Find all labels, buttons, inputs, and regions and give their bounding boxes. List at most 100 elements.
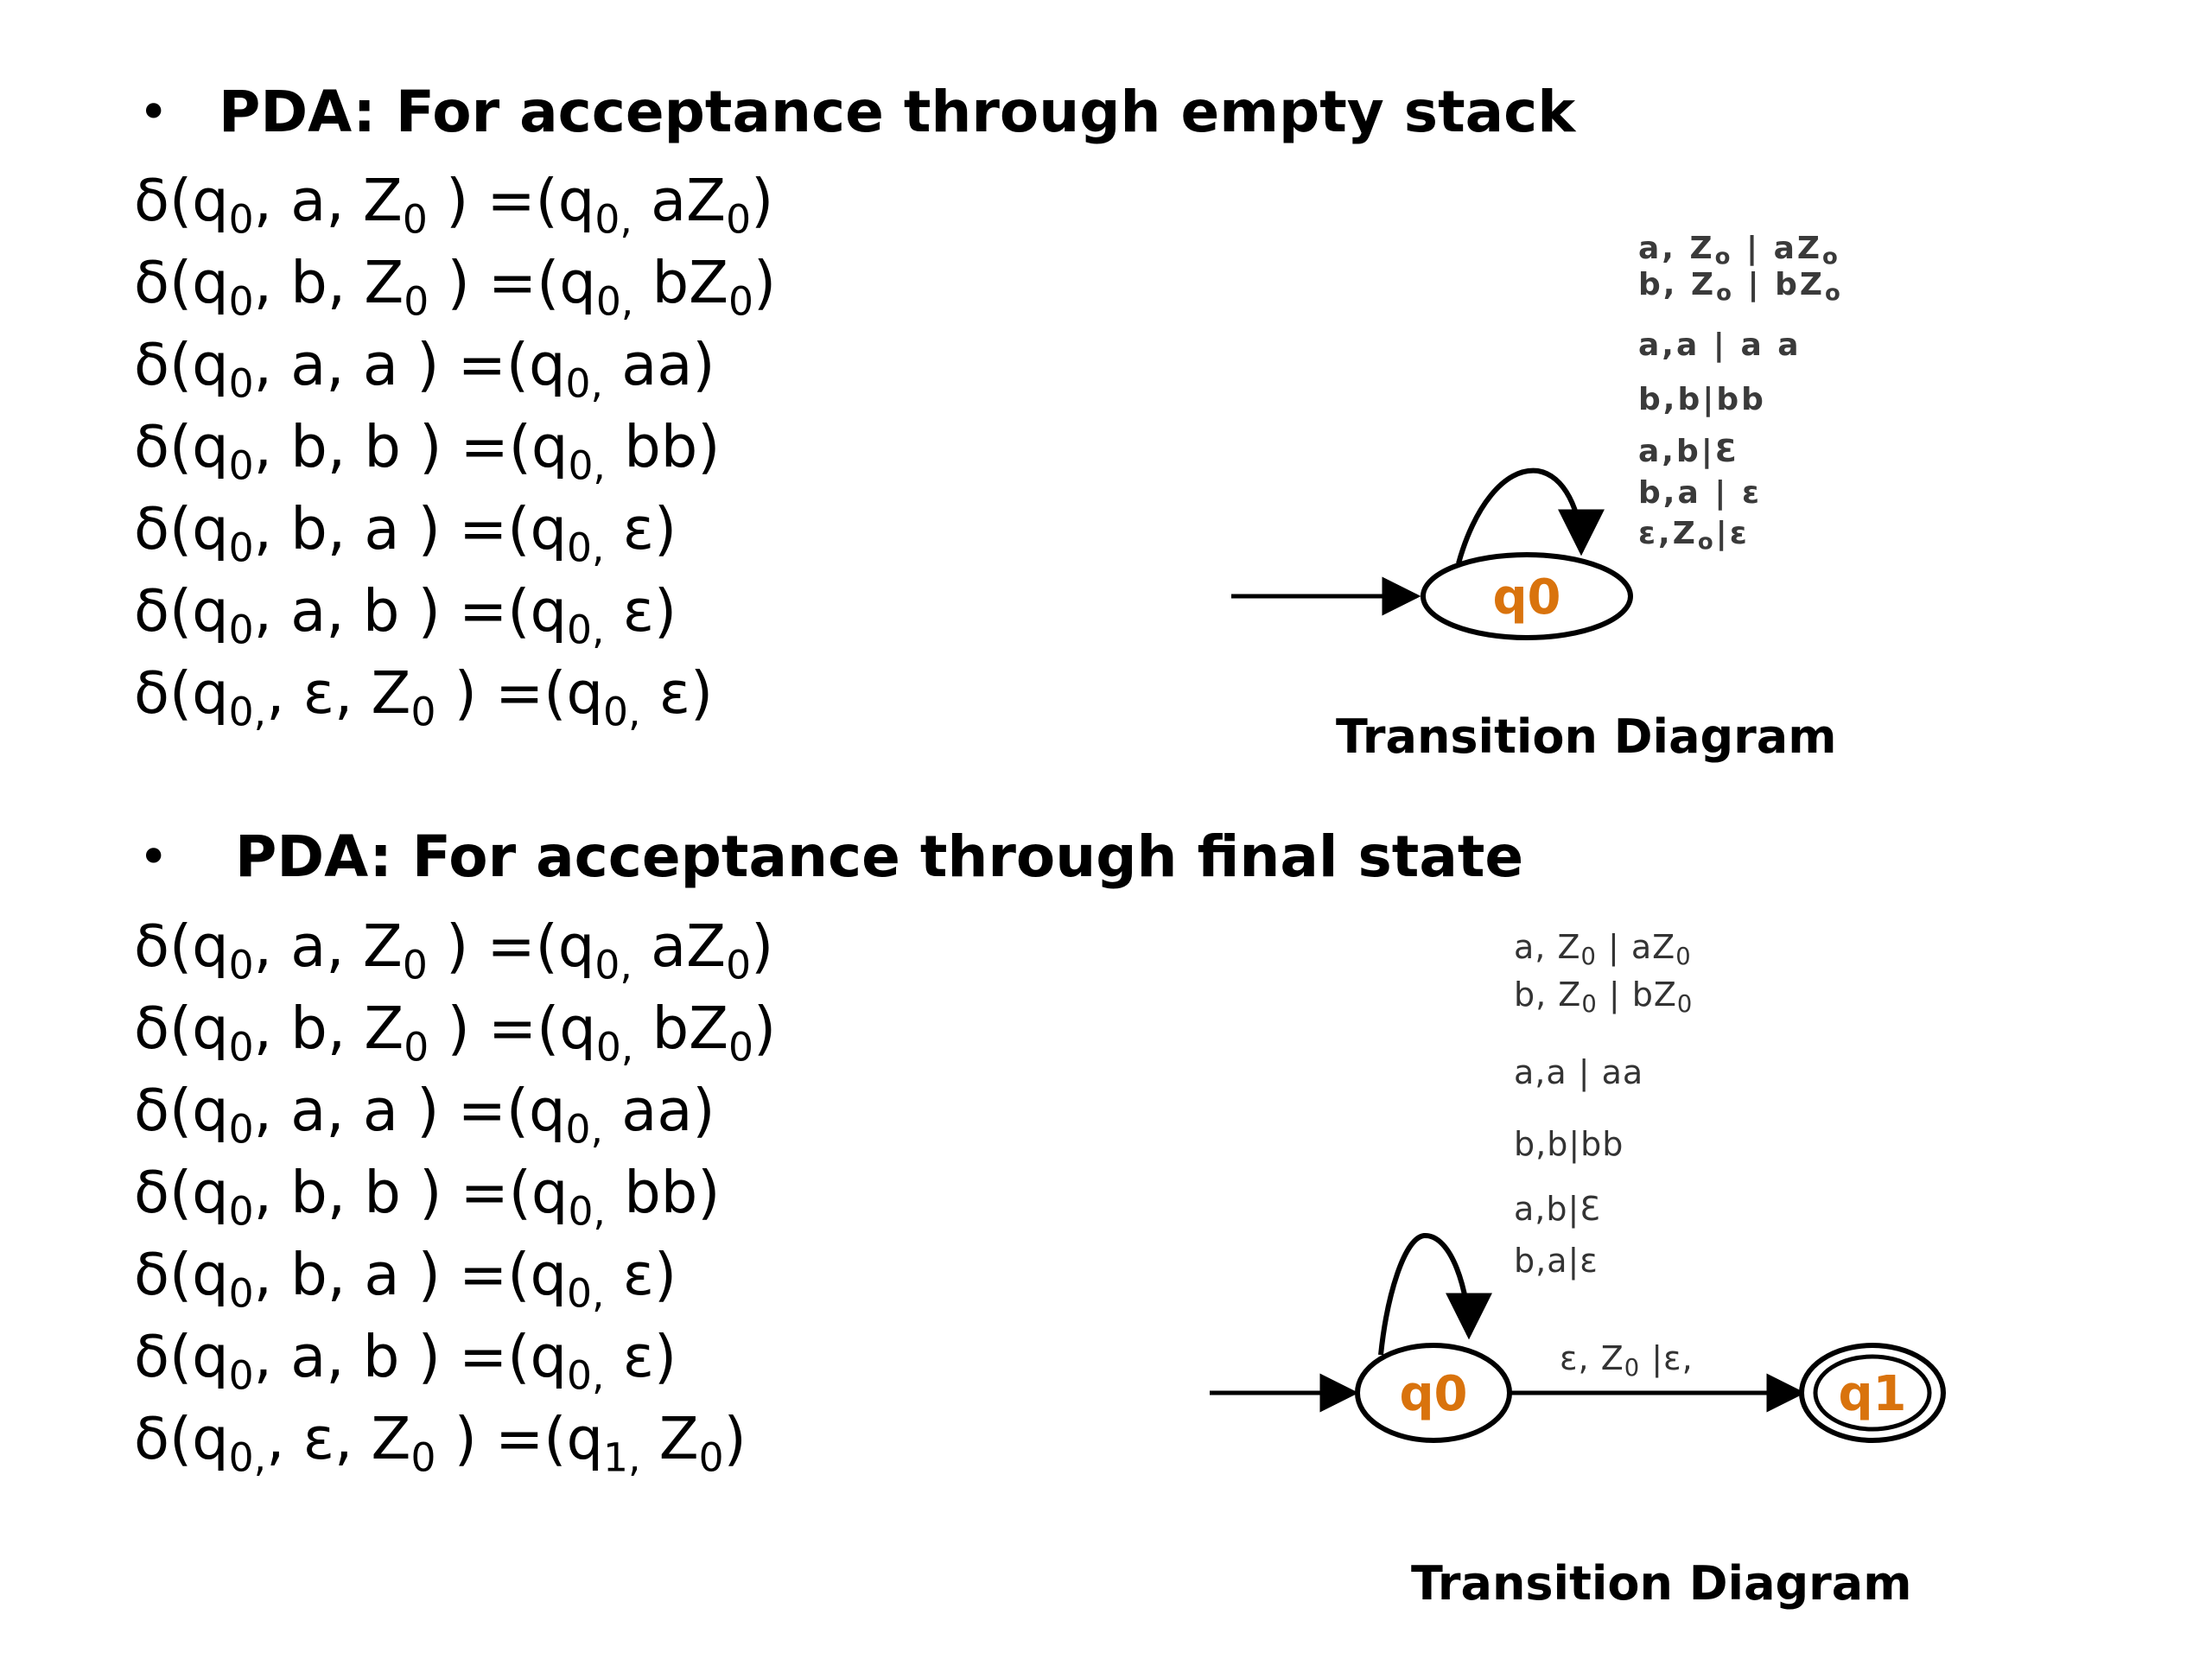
diagram2-state-q0-label: q0 <box>1399 1366 1467 1422</box>
result-stack: ε <box>604 577 654 645</box>
label-subscript: 0 <box>1581 990 1598 1018</box>
label-text-after: | bZ <box>1733 267 1825 302</box>
section1-equation-4: δ(q0, b, b ) =(q0, bb) <box>134 406 776 488</box>
diagram2-loop-label-5: a,b|Ɛ <box>1514 1192 1601 1225</box>
closing-paren: ) <box>753 995 777 1062</box>
result-prefix: ) =(q <box>397 1077 566 1144</box>
diagram2-loop-label-3: a,a | aa <box>1514 1056 1643 1089</box>
result-stack: aZ <box>632 167 727 234</box>
input-and-stack: , a, a <box>253 331 398 398</box>
result-subscript: 0 <box>726 942 752 988</box>
diagram2-state-q1-label: q1 <box>1838 1366 1906 1422</box>
result-stack: bb <box>605 413 698 480</box>
closing-paren: ) <box>653 1323 677 1390</box>
label-text-after: |ε, <box>1640 1339 1694 1377</box>
state-subscript: 0 <box>228 360 254 407</box>
result-state-subscript: 0, <box>595 278 634 325</box>
delta-prefix: δ(q <box>134 495 229 563</box>
label-text: b, Z <box>1638 267 1717 302</box>
label-subscript-after: 0 <box>1675 943 1692 970</box>
state-subscript: 0 <box>228 1270 254 1317</box>
closing-paren: ) <box>751 912 774 980</box>
delta-prefix: δ(q <box>134 995 229 1062</box>
result-stack: aZ <box>632 912 727 980</box>
closing-paren: ) <box>697 1159 721 1226</box>
state-subscript: 0 <box>228 278 254 325</box>
result-state-subscript: 0, <box>566 1352 605 1399</box>
section2-equation-2: δ(q0, b, Z0 ) =(q0, bZ0) <box>134 988 776 1070</box>
diagram2-loop-label-6: b,a|ε <box>1514 1244 1599 1277</box>
delta-prefix: δ(q <box>134 167 229 234</box>
state-subscript: 0 <box>228 524 254 571</box>
input-and-stack: , b, a <box>253 495 400 563</box>
result-prefix: ) =(q <box>399 1323 567 1390</box>
result-prefix: ) =(q <box>435 659 603 727</box>
state-subscript: 0 <box>228 607 254 653</box>
diagram1-transition-label-6: b,a | ε <box>1638 478 1762 509</box>
diagram2-caption: Transition Diagram <box>1411 1556 1912 1611</box>
result-state-subscript: 0, <box>566 607 605 653</box>
section2-equation-4: δ(q0, b, b ) =(q0, bb) <box>134 1152 776 1234</box>
result-stack: aa <box>602 331 693 398</box>
state-subscript: 0 <box>228 1106 254 1153</box>
result-stack: ε <box>604 1323 654 1390</box>
closing-paren: ) <box>697 413 721 480</box>
diagram1-transition-label-2: b, Zo | bZo <box>1638 267 1843 305</box>
delta-prefix: δ(q <box>134 577 229 645</box>
diagram2-loop-label-4: b,b|bb <box>1514 1128 1624 1160</box>
diagram2-state-q1-inner <box>1813 1354 1932 1432</box>
label-text: b, Z <box>1514 976 1582 1014</box>
input-and-stack: , b, b <box>253 1159 401 1226</box>
label-text-after: | aZ <box>1596 928 1676 966</box>
label-text-after: | aZ <box>1732 231 1823 266</box>
section2-equation-1: δ(q0, a, Z0 ) =(q0, aZ0) <box>134 906 776 988</box>
diagram1-state-q0-label: q0 <box>1492 569 1560 626</box>
result-state-subscript: 0, <box>594 196 632 243</box>
input-and-stack: , a, b <box>253 1323 400 1390</box>
label-subscript-after: o <box>1822 244 1840 270</box>
label-subscript: o <box>1716 280 1734 307</box>
result-state-subscript: 0, <box>594 942 632 988</box>
result-state-subscript: 0, <box>565 360 603 407</box>
section2-title: PDA: For acceptance through final state <box>235 823 1524 890</box>
label-text: ε, Z <box>1560 1339 1624 1377</box>
result-subscript: 0 <box>728 278 753 325</box>
state-subscript: 0 <box>228 1024 254 1071</box>
label-subscript-after: o <box>1825 280 1843 307</box>
stack-subscript: 0 <box>410 689 436 735</box>
label-text-after: |ε <box>1715 516 1750 551</box>
closing-paren: ) <box>692 331 715 398</box>
input-and-stack: , b, b <box>253 413 401 480</box>
delta-prefix: δ(q <box>134 1405 229 1472</box>
state-subscript: 0 <box>228 1352 254 1399</box>
result-prefix: ) =(q <box>399 495 567 563</box>
diagram2-loop-label-2: b, Z0 | bZ0 <box>1514 976 1693 1016</box>
closing-paren: ) <box>653 577 677 645</box>
section2-equations: δ(q0, a, Z0 ) =(q0, aZ0)δ(q0, b, Z0 ) =(… <box>134 906 776 1480</box>
input-and-stack: , b, Z <box>253 249 404 316</box>
result-prefix: ) =(q <box>397 331 566 398</box>
delta-prefix: δ(q <box>134 912 229 980</box>
result-prefix: ) =(q <box>399 577 567 645</box>
state-subscript: 0 <box>228 442 254 489</box>
stack-subscript: 0 <box>404 278 429 325</box>
section1-equation-5: δ(q0, b, a ) =(q0, ε) <box>134 488 776 570</box>
label-text-after: | bZ <box>1597 976 1677 1014</box>
diagram1-transition-label-5: a,b|Ɛ <box>1638 436 1739 467</box>
stack-subscript: 0 <box>410 1434 436 1481</box>
result-prefix: ) =(q <box>400 413 569 480</box>
diagram1-state-q0 <box>1421 552 1633 640</box>
label-text: ε,Z <box>1638 516 1698 551</box>
label-subscript: 0 <box>1580 943 1597 970</box>
result-state-subscript: 0, <box>568 1188 606 1235</box>
state-subscript: 0 <box>228 196 254 243</box>
result-state-subscript: 0, <box>566 524 605 571</box>
result-prefix: ) =(q <box>400 1159 569 1226</box>
input-and-stack: , a, b <box>253 577 400 645</box>
diagram1-transition-label-7: ε,Zo|ε <box>1638 516 1750 554</box>
diagram1-caption: Transition Diagram <box>1336 709 1837 764</box>
input-and-stack: , ε, Z <box>266 1405 411 1472</box>
diagram2-self-loop <box>1378 1232 1492 1356</box>
stack-subscript: 0 <box>402 196 428 243</box>
